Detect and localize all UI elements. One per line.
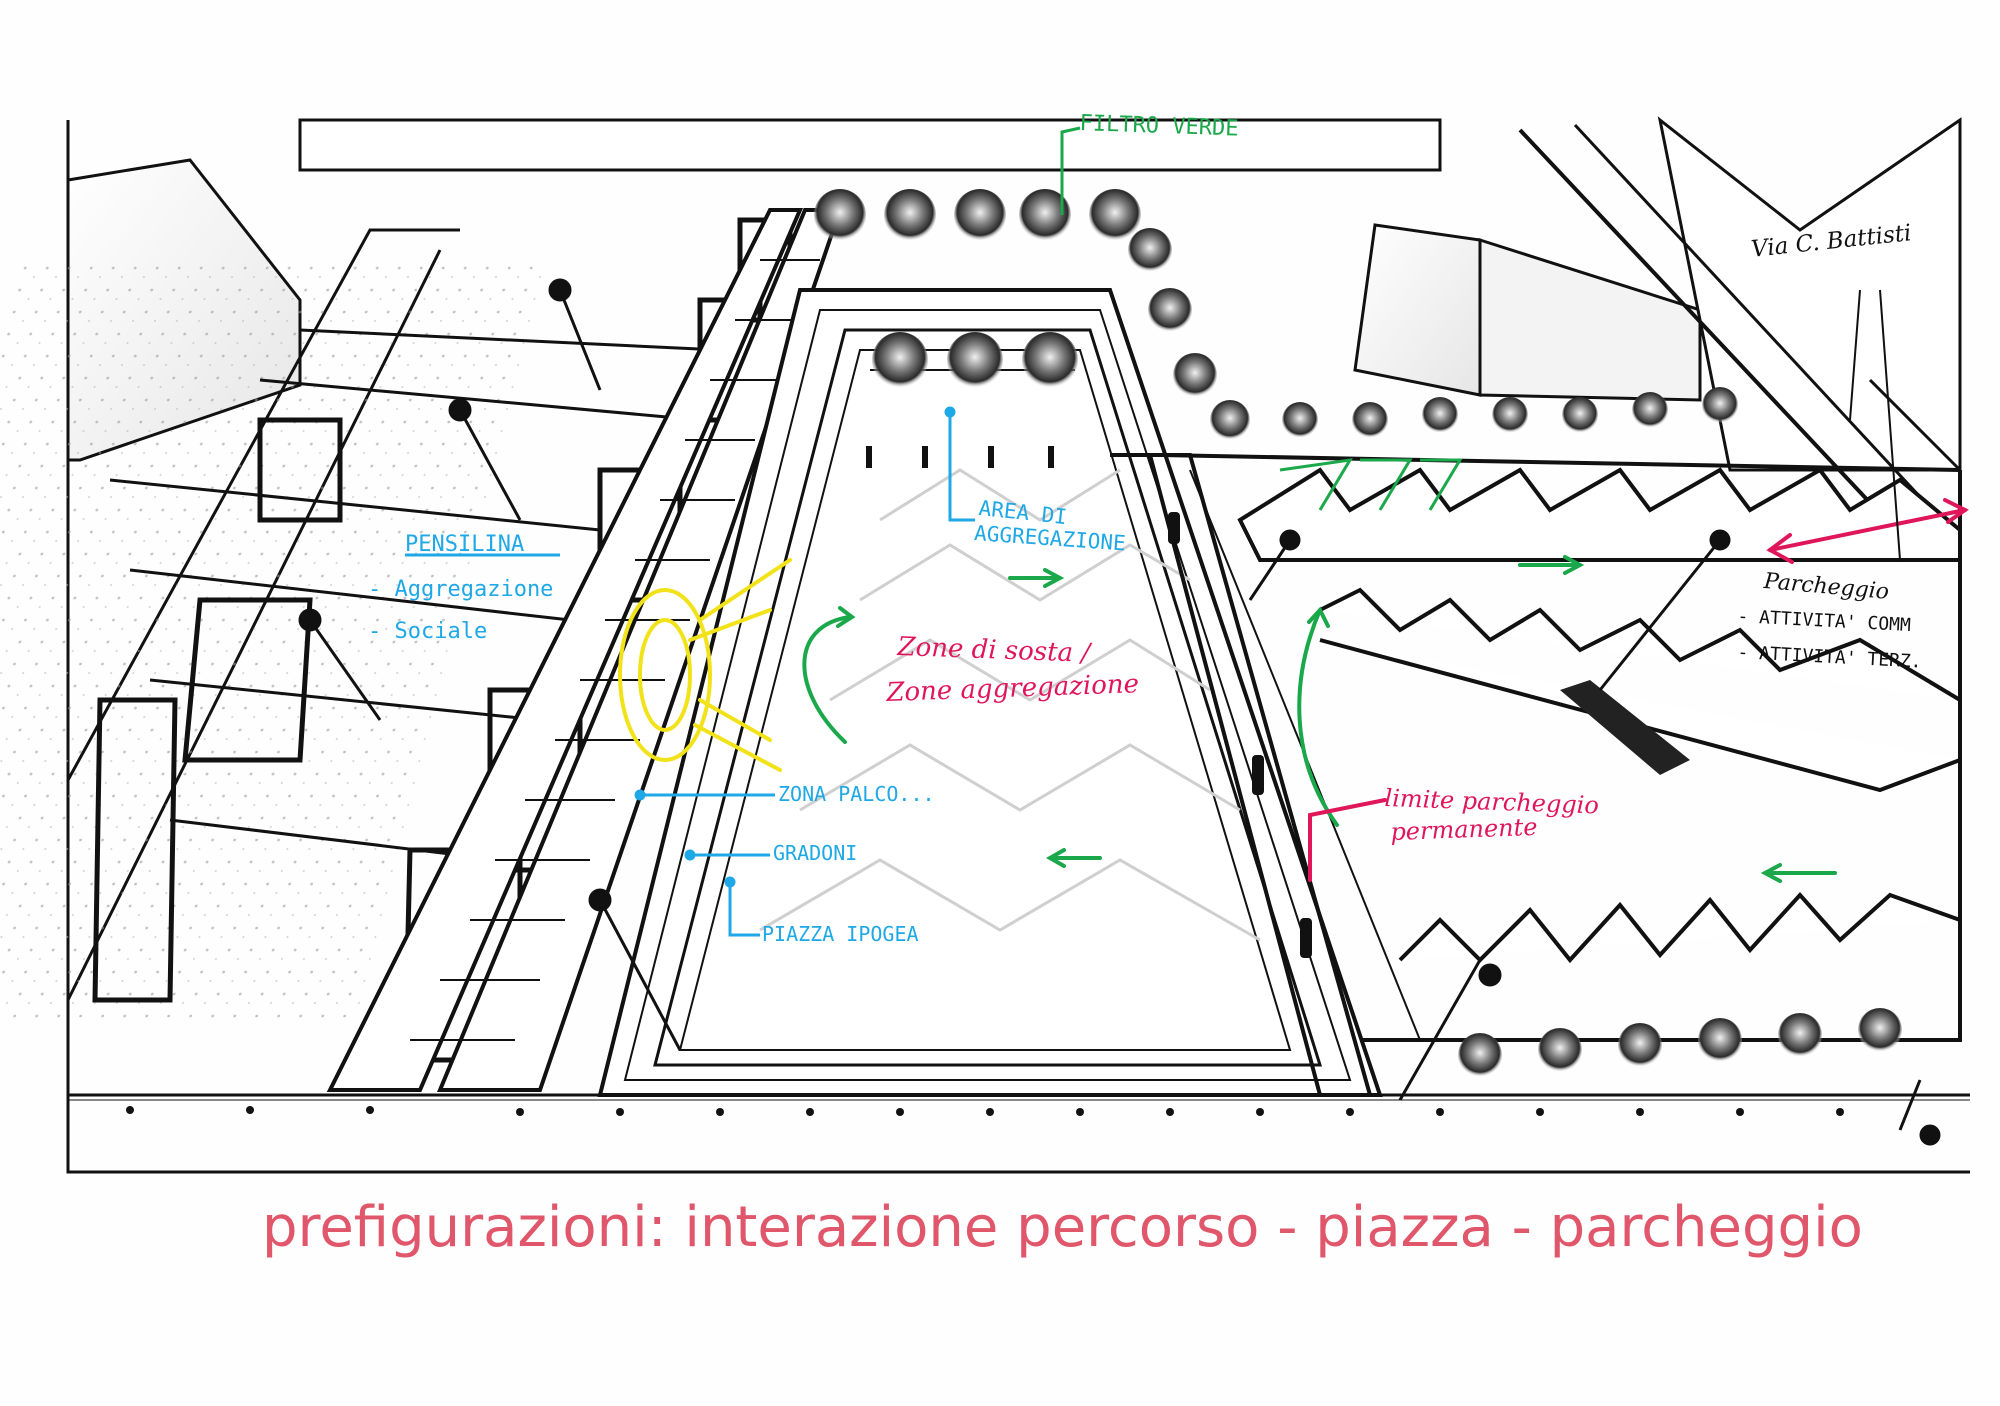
left-promenade	[0, 228, 721, 1020]
green-leader-filtro	[1060, 126, 1081, 215]
kerb-dots	[126, 1106, 1844, 1116]
walkway-rungs	[410, 259, 820, 1041]
green-arrows	[802, 555, 1837, 883]
label-zona-palco: ZONA PALCO...	[778, 782, 935, 806]
label-permanente: permanente	[1389, 812, 1538, 846]
background-buildings	[66, 116, 1962, 542]
parking-rows	[1237, 467, 1962, 964]
plaza-paving	[759, 468, 1261, 942]
blue-leaders	[405, 406, 975, 937]
label-zone-sosta: Zone di sosta /	[897, 632, 1091, 669]
label-gradoni: GRADONI	[773, 841, 858, 865]
parked-bar	[1560, 680, 1690, 775]
bottom-kerb	[68, 1093, 1970, 1101]
green-parking-marks	[1279, 458, 1463, 511]
street-lamps	[298, 278, 1941, 1146]
caption: prefigurazioni: interazione percorso - p…	[262, 1195, 1863, 1260]
label-pensilina: PENSILINA	[405, 532, 525, 557]
bollards	[866, 446, 1312, 958]
yellow-stage-marks	[618, 558, 792, 772]
black-annotation-leaders	[1849, 289, 1901, 561]
label-pensilina-aggregazione: - Aggregazione	[368, 577, 554, 602]
red-marks	[1308, 498, 1969, 882]
label-filtro-verde: FILTRO VERDE	[1079, 111, 1239, 142]
trees	[814, 189, 1902, 1077]
label-pensilina-sociale: - Sociale	[368, 619, 488, 644]
label-piazza-ipogea: PIAZZA IPOGEA	[762, 922, 919, 946]
